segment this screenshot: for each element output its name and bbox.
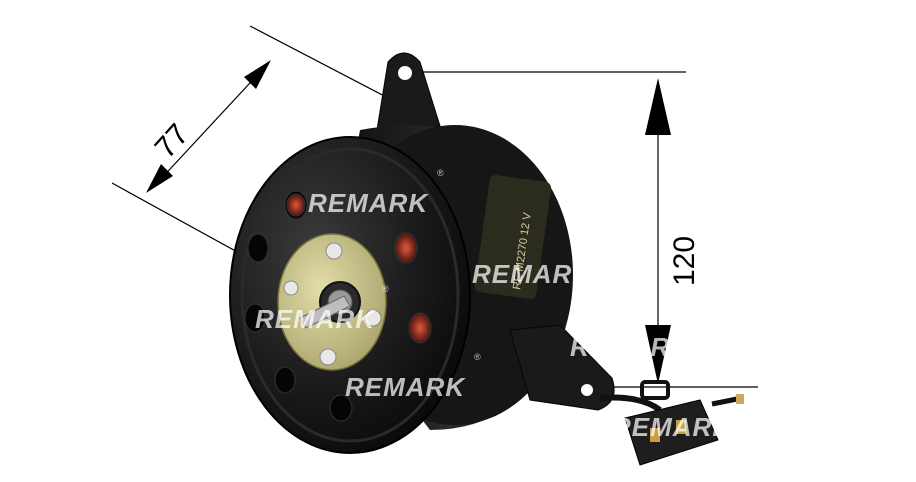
watermark-2-mark: ® (600, 239, 607, 249)
watermark-1: REMARK (308, 188, 429, 218)
watermark-5: REMARK (570, 332, 691, 362)
diameter-label: 77 (149, 118, 196, 165)
motor-shaft (299, 295, 351, 329)
dimension-arrowheads (146, 60, 671, 384)
diameter-arrow-line (157, 69, 263, 183)
height-label: 120 (668, 236, 701, 286)
motor-label: RE M2270 12 V (474, 175, 552, 299)
height-arrowhead-bottom (645, 325, 671, 384)
bracket-hole-bottom (581, 384, 593, 396)
plate-rivets (283, 242, 382, 366)
watermark-3-mark: ® (382, 284, 389, 294)
watermarks: REMARK ® REMARK ® REMARK ® REMARK ® REMA… (255, 168, 733, 442)
diameter-arrowhead-top (244, 60, 271, 89)
height-arrowhead-top (645, 78, 671, 135)
watermark-4: REMARK (345, 372, 466, 402)
bracket-hole (398, 66, 412, 80)
motor-front-face (229, 136, 471, 454)
diameter-arrowhead-bottom (146, 164, 173, 193)
watermark-2: REMARK (472, 259, 593, 289)
watermark-4-mark: ® (474, 352, 481, 362)
bottom-mounting-bracket (509, 324, 615, 411)
vent-holes (244, 190, 432, 422)
watermark-6: REMARK (612, 412, 733, 442)
top-mounting-bracket (375, 52, 441, 137)
watermark-1-mark: ® (437, 168, 444, 178)
watermark-3: REMARK (255, 304, 376, 334)
wire-connector (599, 380, 744, 466)
